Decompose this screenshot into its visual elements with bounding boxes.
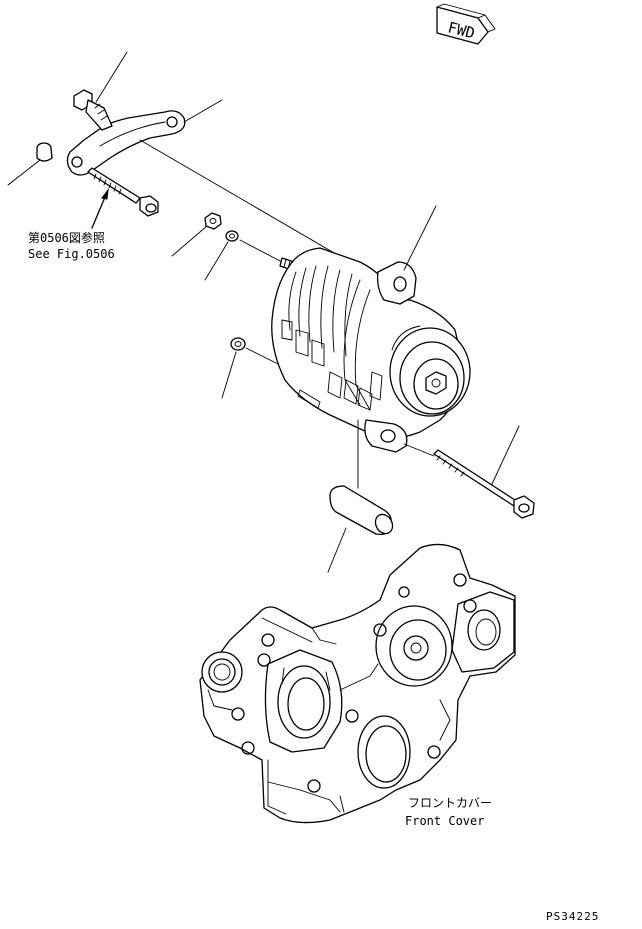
washer-lower bbox=[230, 337, 246, 351]
washer bbox=[225, 230, 239, 242]
fwd-label: FWD bbox=[446, 18, 477, 42]
leader-line-collar-spacer bbox=[327, 527, 347, 573]
through-bolt bbox=[433, 449, 535, 519]
front-cover-jp: フロントカバー bbox=[408, 796, 492, 810]
leader-line-collar bbox=[7, 159, 41, 186]
leader-line-bolt-top bbox=[95, 51, 128, 103]
alternator-bracket bbox=[66, 110, 186, 176]
bracket-bolt bbox=[73, 89, 113, 131]
fig-ref-jp: 第0506図参照 bbox=[28, 230, 105, 245]
leader-line-washer-lower bbox=[221, 351, 237, 399]
fig-ref-en: See Fig.0506 bbox=[28, 247, 115, 261]
assembly-line-1 bbox=[139, 139, 361, 269]
bracket-collar bbox=[36, 142, 53, 162]
leader-line-through-bolt bbox=[491, 425, 520, 485]
leader-line-front-cover bbox=[339, 795, 345, 813]
assembly-line-4 bbox=[403, 443, 435, 457]
leader-line-alternator bbox=[403, 205, 437, 271]
nut bbox=[204, 212, 222, 230]
leader-line-nut bbox=[171, 225, 208, 257]
drawing-code: PS34225 bbox=[546, 910, 599, 923]
long-bolt-left bbox=[87, 167, 159, 217]
assembly-line-2 bbox=[239, 239, 283, 263]
front-cover bbox=[199, 543, 516, 824]
leader-line-washer bbox=[204, 241, 229, 281]
leader-line-bracket bbox=[183, 99, 223, 123]
fwd-arrow-icon: FWD bbox=[436, 3, 496, 45]
alternator bbox=[271, 247, 471, 453]
spacer-collar bbox=[329, 485, 394, 536]
front-cover-en: Front Cover bbox=[405, 814, 484, 828]
